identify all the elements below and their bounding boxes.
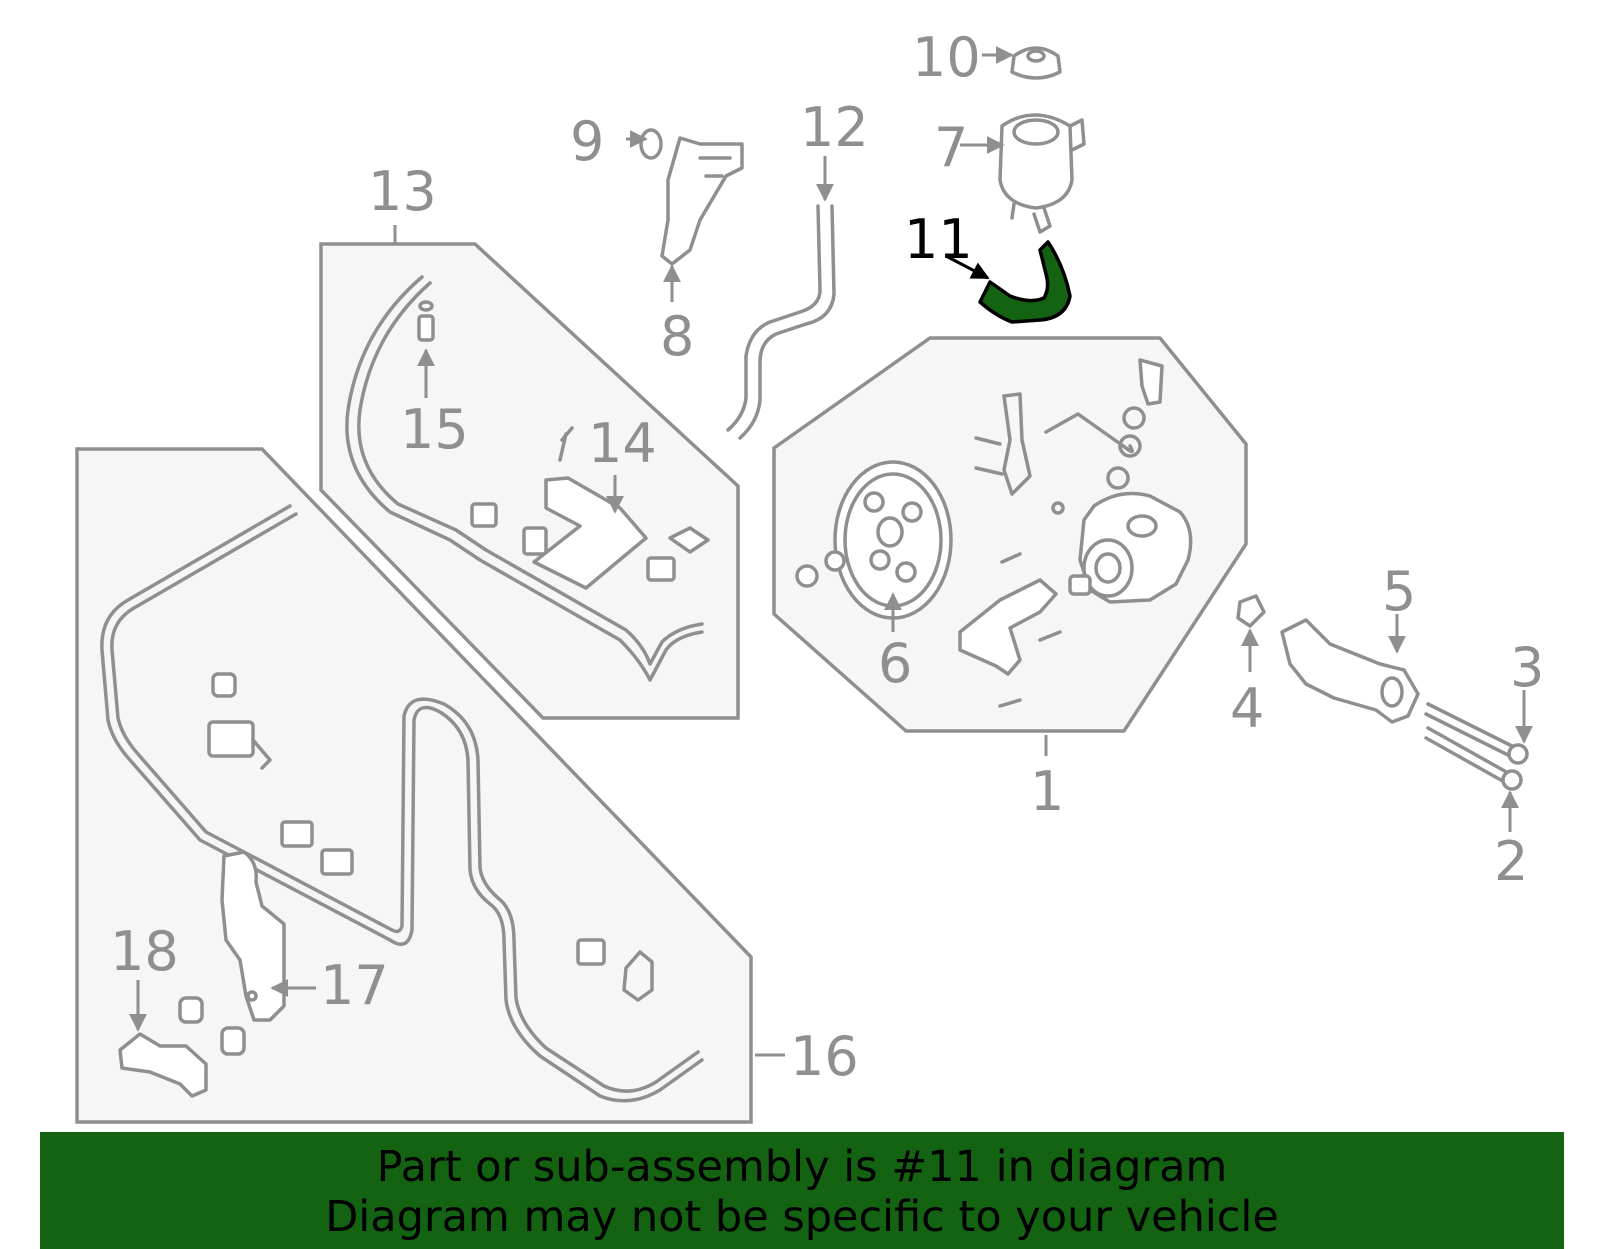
banner-line-2: Diagram may not be specific to your vehi… (325, 1192, 1279, 1242)
reservoir-7 (998, 46, 1086, 234)
banner-line-1: Part or sub-assembly is #11 in diagram (376, 1142, 1228, 1192)
callout-15: 15 (400, 398, 469, 461)
callout-5: 5 (1382, 560, 1416, 623)
callout-18: 18 (110, 920, 179, 983)
panel-16 (75, 447, 753, 1124)
callout-8: 8 (660, 305, 694, 368)
mount-5 (1236, 594, 1529, 791)
callout-10: 10 (912, 26, 981, 89)
callout-arrows (129, 46, 1533, 1057)
callout-16: 16 (790, 1025, 859, 1088)
callout-17: 17 (320, 954, 389, 1017)
panel-1 (772, 336, 1248, 733)
callout-7: 7 (934, 116, 968, 179)
callout-2: 2 (1494, 830, 1528, 893)
callout-12: 12 (800, 96, 869, 159)
callout-11: 11 (904, 208, 973, 271)
info-banner: Part or sub-assembly is #11 in diagram D… (40, 1132, 1564, 1249)
callout-3: 3 (1510, 636, 1544, 699)
hose-11-highlighted (978, 240, 1072, 324)
callout-4: 4 (1230, 677, 1264, 740)
callout-1: 1 (1030, 760, 1064, 823)
hose-12 (726, 204, 836, 440)
callout-13: 13 (368, 160, 437, 223)
callout-labels: 10 7 9 12 8 11 13 15 14 6 1 5 4 3 2 17 1… (110, 26, 1544, 1088)
bracket-8 (639, 128, 744, 266)
callout-9: 9 (570, 110, 604, 173)
callout-6: 6 (878, 632, 912, 695)
callout-14: 14 (588, 412, 657, 475)
